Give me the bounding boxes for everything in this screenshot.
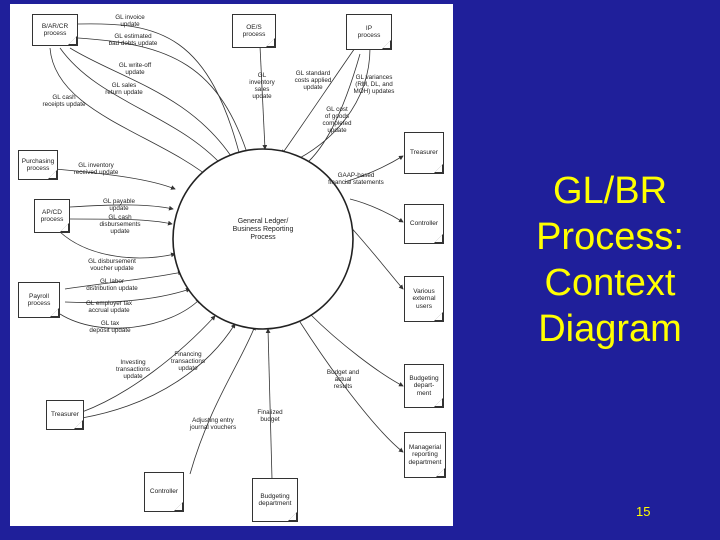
flow-arrow-employer-tax bbox=[64, 287, 191, 303]
entity-managerial-reporting: Managerial reporting department bbox=[404, 432, 446, 478]
flow-arrow-sales-return bbox=[59, 47, 229, 173]
flow-arrow-managerial bbox=[299, 321, 404, 453]
flow-label-tax-deposit: GL tax deposit update bbox=[89, 320, 131, 334]
entity-label: Treasurer bbox=[410, 149, 438, 157]
entity-various-external-users: Various external users bbox=[404, 276, 444, 322]
entity-label: IP process bbox=[357, 24, 381, 40]
entity-label: Managerial reporting department bbox=[408, 443, 442, 466]
flow-arrow-inventory-received bbox=[54, 168, 176, 190]
entity-apcd-process: AP/CD process bbox=[34, 199, 70, 233]
flow-arrow-disbursement-voucher bbox=[59, 231, 176, 259]
entity-label: Budgeting depart- ment bbox=[409, 374, 439, 397]
flow-arrow-standard-costs bbox=[281, 47, 356, 155]
flow-label-disbursement-voucher: GL disbursement voucher update bbox=[88, 258, 136, 272]
flow-label-cogs: GL cost of goods completed update bbox=[322, 106, 352, 134]
flow-label-gaap-statements: GAAP-based financial statements bbox=[328, 172, 384, 186]
flow-label-budget-results: Budget and actual results bbox=[326, 369, 360, 390]
entity-controller-bottom: Controller bbox=[144, 472, 184, 512]
flow-arrow-cash-receipts bbox=[49, 47, 216, 183]
flow-label-cash-disbursements: GL cash disbursements update bbox=[99, 214, 141, 235]
central-process-circle bbox=[172, 148, 354, 330]
entity-bar-cr-process: B/AR/CR process bbox=[32, 14, 78, 46]
flow-label-investing: Investing transactions update bbox=[116, 359, 150, 380]
context-diagram: B/AR/CR process OE/S process IP process … bbox=[10, 4, 453, 526]
entity-label: Treasurer bbox=[51, 411, 79, 419]
flow-label-variances: GL variances (RM, DL, and MOH) updates bbox=[353, 74, 395, 95]
entity-label: Budgeting department bbox=[258, 492, 292, 508]
flow-label-inventory-sales: GL inventory sales update bbox=[249, 72, 275, 100]
entity-label: OE/S process bbox=[242, 23, 266, 39]
flow-arrow-inventory-sales bbox=[259, 45, 268, 150]
entity-oes-process: OE/S process bbox=[232, 14, 276, 48]
flow-label-employer-tax: GL employer tax accrual update bbox=[86, 300, 132, 314]
slide-title: GL/BR Process: Context Diagram bbox=[536, 170, 684, 350]
flow-label-invoice: GL invoice update bbox=[115, 14, 145, 28]
central-process-label: General Ledger/ Business Reporting Proce… bbox=[232, 218, 294, 241]
flow-arrow-budget-results bbox=[309, 313, 404, 387]
flow-arrow-write-off bbox=[69, 47, 239, 168]
flow-label-financing: Financing transactions update bbox=[171, 351, 205, 372]
entity-treasurer-right: Treasurer bbox=[404, 132, 444, 174]
flow-arrow-financing bbox=[81, 323, 236, 419]
flow-label-inventory-received: GL inventory received update bbox=[73, 162, 119, 176]
flow-arrow-variances bbox=[291, 47, 371, 163]
flow-arrow-tax-deposit bbox=[59, 298, 201, 329]
flow-arrow-treasurer-statements bbox=[344, 155, 404, 183]
flow-arrow-adjusting bbox=[189, 325, 256, 475]
flow-label-sales-return: GL sales return update bbox=[105, 82, 143, 96]
flow-label-standard-costs: GL standard costs applied update bbox=[294, 70, 332, 91]
entity-ip-process: IP process bbox=[346, 14, 392, 50]
entity-controller-right: Controller bbox=[404, 204, 444, 244]
entity-purchasing-process: Purchasing process bbox=[18, 150, 58, 180]
entity-budgeting-department-right: Budgeting depart- ment bbox=[404, 364, 444, 408]
flow-label-bad-debts: GL estimated bad debts update bbox=[108, 33, 158, 47]
entity-payroll-process: Payroll process bbox=[18, 282, 60, 318]
flow-arrow-bad-debts bbox=[77, 37, 252, 163]
entity-budgeting-department-bottom: Budgeting department bbox=[252, 478, 298, 522]
flow-arrow-finalized-budget bbox=[265, 328, 273, 480]
flow-label-payable: GL payable update bbox=[103, 198, 135, 212]
entity-label: B/AR/CR process bbox=[41, 22, 69, 38]
entity-label: Controller bbox=[149, 488, 179, 496]
entity-label: Purchasing process bbox=[21, 157, 55, 173]
flow-label-finalized-budget: Finalized budget bbox=[257, 409, 283, 423]
entity-label: Payroll process bbox=[27, 292, 51, 308]
flow-arrow-labor bbox=[64, 270, 183, 290]
flow-label-labor: GL labor distribution update bbox=[86, 278, 138, 292]
flow-arrow-cash-disbursements bbox=[69, 218, 173, 226]
flow-arrow-various-users bbox=[347, 223, 404, 290]
flow-arrow-investing bbox=[81, 315, 216, 413]
entity-label: Controller bbox=[409, 220, 439, 228]
diagram-connectors bbox=[49, 23, 404, 480]
entity-label: Various external users bbox=[412, 287, 436, 310]
entity-treasurer-left: Treasurer bbox=[46, 400, 84, 430]
entity-label: AP/CD process bbox=[40, 208, 64, 224]
flow-label-adjusting: Adjusting entry journal vouchers bbox=[189, 417, 237, 431]
flow-arrow-controller bbox=[349, 198, 404, 223]
page-number: 15 bbox=[636, 504, 651, 519]
flow-label-write-off: GL write-off update bbox=[118, 62, 152, 76]
flow-arrow-payable bbox=[69, 204, 174, 211]
flow-arrow-invoice bbox=[77, 23, 244, 165]
flow-label-cash-receipts: GL cash receipts update bbox=[42, 94, 86, 108]
